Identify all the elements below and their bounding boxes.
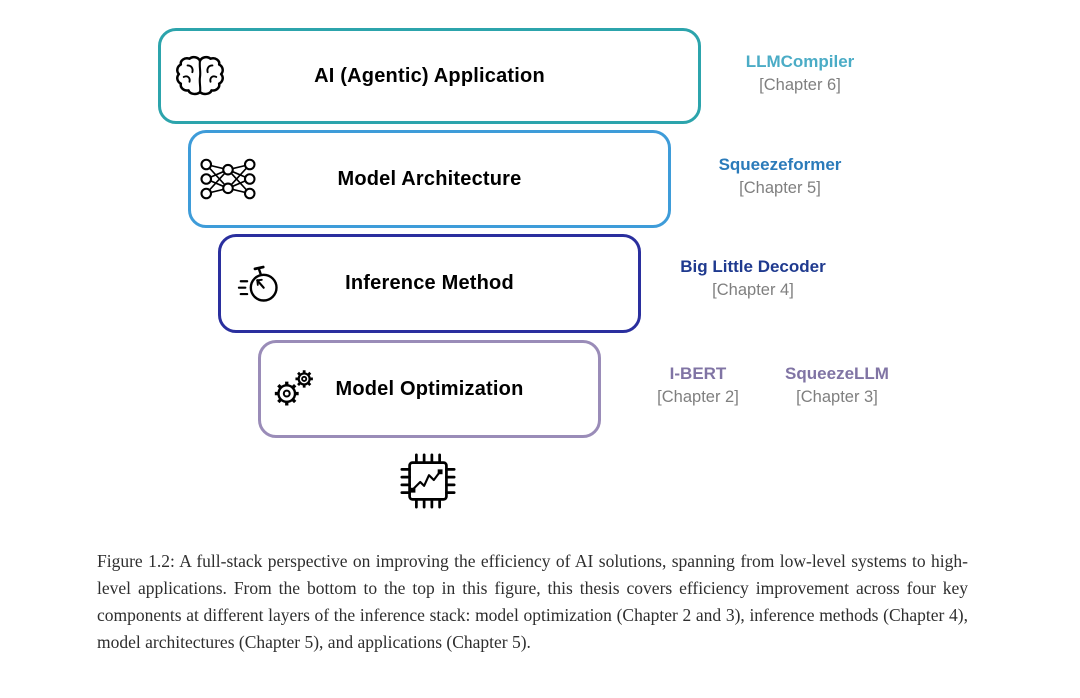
project-name: LLMCompiler: [745, 52, 855, 71]
layer-inference-method: Inference Method: [218, 234, 641, 333]
layer-ai-application: AI (Agentic) Application: [158, 28, 701, 124]
layer-label-model-optimization: Model Optimization: [335, 377, 524, 400]
project-chapter: [Chapter 2]: [657, 388, 739, 406]
annotation-squeezellm: SqueezeLLM [Chapter 3]: [765, 364, 909, 407]
project-name: Big Little Decoder: [680, 257, 826, 276]
project-name: I-BERT: [669, 364, 727, 383]
layer-label-inference-method: Inference Method: [345, 272, 514, 294]
layer-label-ai-application: AI (Agentic) Application: [314, 64, 545, 87]
project-chapter: [Chapter 5]: [739, 179, 821, 197]
annotation-squeezeformer: Squeezeformer [Chapter 5]: [694, 155, 866, 198]
layer-label-model-architecture: Model Architecture: [337, 167, 522, 190]
gears-icon: [271, 367, 319, 411]
layer-model-architecture: Model Architecture: [188, 130, 671, 228]
annotation-llmcompiler: LLMCompiler [Chapter 6]: [714, 52, 886, 95]
layer-model-optimization: Model Optimization: [258, 340, 601, 438]
project-chapter: [Chapter 6]: [759, 76, 841, 94]
project-name: Squeezeformer: [718, 155, 842, 174]
figure-caption: Figure 1.2: A full-stack perspective on …: [97, 551, 968, 652]
project-chapter: [Chapter 4]: [712, 281, 794, 299]
chip-icon: [397, 450, 459, 512]
project-chapter: [Chapter 3]: [796, 388, 878, 406]
brain-icon: [175, 54, 225, 98]
annotation-big-little-decoder: Big Little Decoder [Chapter 4]: [657, 257, 849, 300]
neural-network-icon: [199, 156, 257, 202]
stopwatch-icon: [237, 262, 283, 306]
project-name: SqueezeLLM: [785, 364, 889, 383]
annotation-ibert: I-BERT [Chapter 2]: [640, 364, 756, 407]
